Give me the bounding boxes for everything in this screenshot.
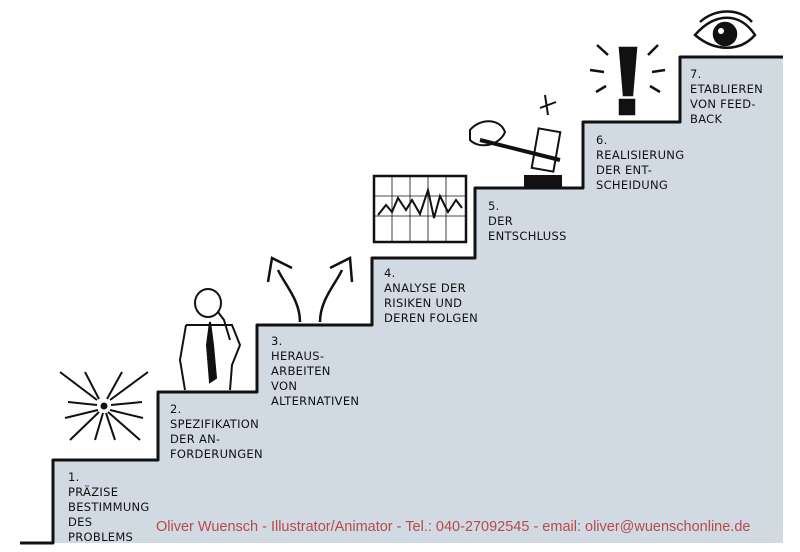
stairs-outline (20, 55, 783, 545)
contact-footer: Oliver Wuensch - Illustrator/Animator - … (156, 519, 751, 535)
step-1-label: 1. PRÄZISE BESTIMMUNG DES PROBLEMS (68, 470, 150, 545)
gavel-icon (469, 94, 562, 187)
step-3-label: 3. HERAUS- ARBEITEN VON ALTERNATIVEN (271, 334, 359, 409)
step-2-text: SPEZIFIKATION DER AN- FORDERUNGEN (170, 417, 263, 461)
step-7-number: 7. (690, 67, 702, 81)
step-2-label: 2. SPEZIFIKATION DER AN- FORDERUNGEN (170, 402, 263, 462)
step-3-text: HERAUS- ARBEITEN VON ALTERNATIVEN (271, 349, 360, 408)
step-6-number: 6. (596, 133, 608, 147)
eye-icon (693, 10, 757, 49)
step-5-label: 5. DER ENTSCHLUSS (488, 199, 567, 244)
step-4-text: ANALYSE DER RISIKEN UND DEREN FOLGEN (384, 281, 479, 325)
step-7-text: ETABLIEREN VON FEED- BACK (690, 82, 764, 126)
exclamation-icon (589, 44, 666, 116)
converging-arrows-icon (59, 371, 149, 441)
line-chart-icon (372, 174, 468, 244)
thinking-man-icon (178, 288, 242, 391)
step-1-number: 1. (68, 470, 80, 484)
forking-arrows-icon (266, 256, 354, 323)
step-5-number: 5. (488, 199, 500, 213)
stairs-fill (53, 57, 783, 543)
step-4-label: 4. ANALYSE DER RISIKEN UND DEREN FOLGEN (384, 266, 478, 326)
step-2-number: 2. (170, 402, 182, 416)
step-4-number: 4. (384, 266, 396, 280)
step-1-text: PRÄZISE BESTIMMUNG DES PROBLEMS (68, 485, 150, 544)
step-6-label: 6. REALISIERUNG DER ENT- SCHEIDUNG (596, 133, 684, 193)
step-3-number: 3. (271, 334, 283, 348)
step-7-label: 7. ETABLIEREN VON FEED- BACK (690, 67, 763, 127)
step-5-text: DER ENTSCHLUSS (488, 214, 567, 243)
step-6-text: REALISIERUNG DER ENT- SCHEIDUNG (596, 148, 685, 192)
